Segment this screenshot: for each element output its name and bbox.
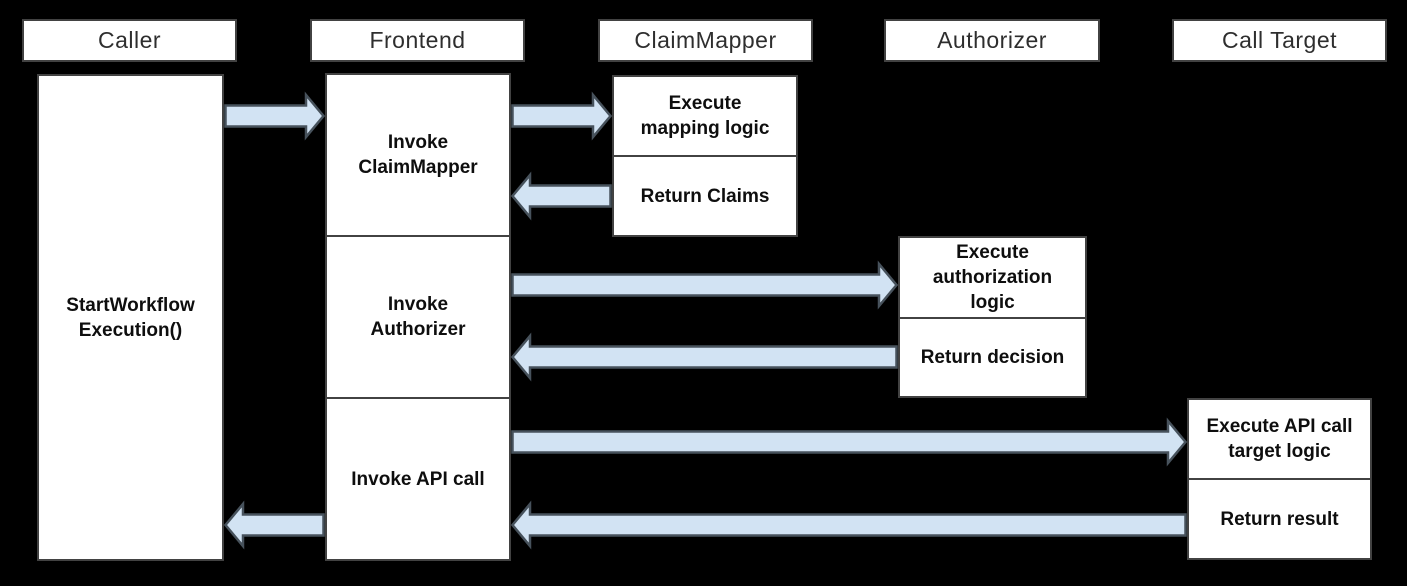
arrow-caller-to-frontend bbox=[224, 91, 326, 141]
call-target-step-execute-api-call-target-logic: Execute API call target logic bbox=[1206, 416, 1353, 462]
arrow-frontend-to-claimmapper bbox=[511, 91, 613, 141]
lane-header-frontend: Frontend bbox=[310, 19, 525, 62]
frontend-step-invoke-authorizer: Invoke Authorizer bbox=[327, 235, 509, 397]
caller-step-start-workflow-execution: StartWorkflow Execution() bbox=[66, 294, 195, 341]
arrow-claimmapper-to-frontend bbox=[510, 171, 612, 221]
activation-call-target: Execute API call target logic Return res… bbox=[1187, 398, 1372, 560]
claimmapper-step-return-claims: Return Claims bbox=[614, 155, 796, 235]
authorizer-step-return-decision: Return decision bbox=[900, 317, 1085, 396]
claimmapper-step-execute-mapping-logic: Execute mapping logic bbox=[640, 93, 770, 139]
frontend-step-invoke-api-call: Invoke API call bbox=[327, 397, 509, 559]
call-target-step-return-result: Return result bbox=[1189, 478, 1370, 558]
lane-header-caller: Caller bbox=[22, 19, 237, 62]
lane-header-authorizer: Authorizer bbox=[884, 19, 1100, 62]
activation-caller: StartWorkflow Execution() bbox=[37, 74, 224, 561]
lane-header-claimmapper: ClaimMapper bbox=[598, 19, 813, 62]
activation-authorizer: Execute authorization logic Return decis… bbox=[898, 236, 1087, 398]
arrow-frontend-to-call-target bbox=[511, 417, 1188, 467]
arrow-authorizer-to-frontend bbox=[510, 332, 898, 382]
arrow-call-target-to-frontend bbox=[510, 500, 1187, 550]
lane-header-call-target: Call Target bbox=[1172, 19, 1387, 62]
arrow-frontend-to-authorizer bbox=[511, 260, 899, 310]
authorizer-step-execute-authorization-logic: Execute authorization logic bbox=[932, 242, 1053, 313]
frontend-step-invoke-claimmapper: Invoke ClaimMapper bbox=[358, 132, 478, 178]
activation-claimmapper: Execute mapping logic Return Claims bbox=[612, 75, 798, 237]
arrow-frontend-to-caller bbox=[223, 500, 325, 550]
activation-frontend: Invoke ClaimMapper Invoke Authorizer Inv… bbox=[325, 73, 511, 561]
